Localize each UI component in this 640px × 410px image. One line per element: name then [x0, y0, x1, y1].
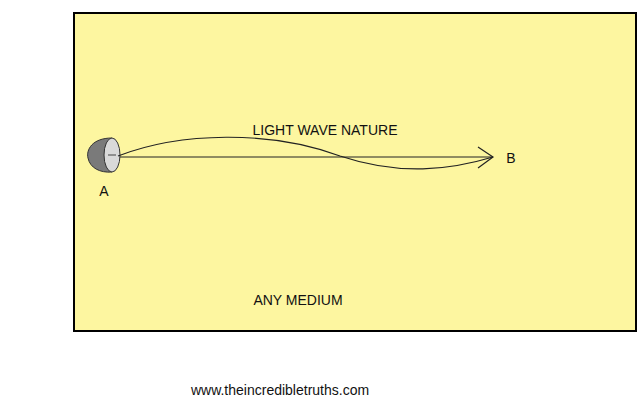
website-caption: www.theincredibletruths.com	[191, 382, 369, 399]
lamp-lens	[104, 138, 120, 172]
axis-line	[120, 157, 493, 158]
wave-title: LIGHT WAVE NATURE	[253, 122, 398, 139]
medium-label: ANY MEDIUM	[253, 292, 342, 309]
light-illustration	[75, 14, 639, 334]
light-wave	[118, 137, 493, 169]
lamp-filament	[108, 155, 116, 156]
arrow-head	[478, 147, 493, 168]
point-label: A	[99, 183, 108, 200]
medium-box: LIGHT WAVE NATURE ANY MEDIUM	[73, 12, 637, 332]
point-label: B	[506, 150, 515, 167]
